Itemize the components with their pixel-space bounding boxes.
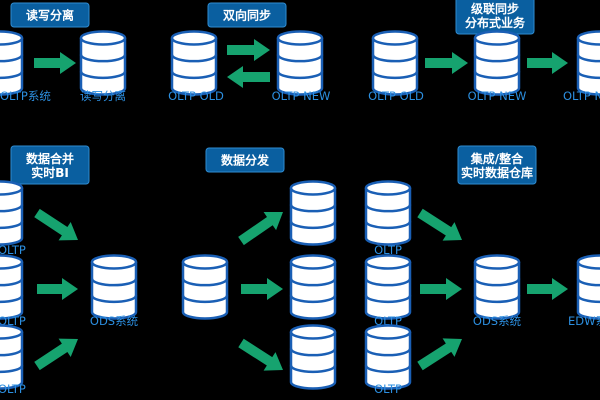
flow-arrow-icon <box>227 66 270 88</box>
panel-title-badge: 读写分离 <box>10 2 90 28</box>
flow-arrow-icon <box>527 52 568 74</box>
database-icon <box>364 324 412 390</box>
flow-arrow-icon <box>34 52 76 74</box>
database-icon <box>170 30 218 96</box>
panel-title-badge: 数据分发 <box>205 147 285 173</box>
panel-bidirectional-sync: 双向同步 OLTP OLD OLTP NEW <box>168 2 331 103</box>
database-icon <box>289 180 337 246</box>
flow-arrow-icon <box>241 278 283 300</box>
node-label: OLTP OLD <box>168 89 224 103</box>
node-label: OLTP系统 <box>0 89 51 103</box>
flow-arrow-icon <box>527 278 568 300</box>
node-label: OLTP <box>374 243 402 257</box>
panel-title-badge: 双向同步 <box>207 2 287 28</box>
panel-title-line: 实时BI <box>31 165 69 180</box>
database-icon <box>0 324 24 390</box>
database-icon <box>276 30 324 96</box>
flow-arrow-icon <box>425 52 468 74</box>
flow-arrow-icon <box>34 338 78 371</box>
node-label: OLTP <box>0 243 26 257</box>
node-label: EDW系统 <box>568 314 600 328</box>
flow-arrow-icon <box>238 338 284 371</box>
flow-arrow-icon <box>34 208 78 241</box>
node-label: OLTP NEW <box>468 89 527 103</box>
database-icon <box>473 30 521 96</box>
node-label: ODS系统 <box>90 314 139 328</box>
flow-arrow-icon <box>420 278 462 300</box>
database-icon <box>576 30 600 96</box>
panel-title-line: 读写分离 <box>26 8 74 23</box>
panel-title-line: 数据分发 <box>221 153 270 168</box>
node-label: OLTP NEW <box>563 89 600 103</box>
node-label: OLTP <box>374 382 402 396</box>
flow-arrow-icon <box>417 208 463 241</box>
flow-arrow-icon <box>227 39 270 61</box>
node-label: OLTP <box>374 314 402 328</box>
database-icon <box>0 180 24 246</box>
database-icon <box>576 254 600 320</box>
database-icon <box>79 30 127 96</box>
node-label: OLTP OLD <box>368 89 424 103</box>
node-label: OLTP NEW <box>272 89 331 103</box>
database-icon <box>364 180 412 246</box>
panel-data-distribution: 数据分发 <box>181 147 337 390</box>
flow-arrow-icon <box>417 338 463 371</box>
flow-arrow-icon <box>238 211 283 246</box>
panel-title-line: 级联同步 <box>471 1 519 16</box>
database-icon <box>371 30 419 96</box>
node-label: OLTP <box>0 382 26 396</box>
node-label: OLTP <box>0 314 26 328</box>
panel-title-line: 双向同步 <box>223 8 271 23</box>
database-icon <box>0 30 24 96</box>
node-label: 读写分离 <box>80 89 126 103</box>
database-icon <box>0 254 24 320</box>
panel-title-line: 数据合并 <box>26 151 74 166</box>
database-icon <box>289 254 337 320</box>
database-icon <box>364 254 412 320</box>
database-icon <box>90 254 138 320</box>
panel-read-write-split: 读写分离 OLTP系统 读写分离 <box>0 2 127 103</box>
database-icon <box>181 254 229 320</box>
node-label: ODS系统 <box>473 314 522 328</box>
panel-title-line: 实时数据仓库 <box>461 165 533 180</box>
database-icon <box>473 254 521 320</box>
flow-arrow-icon <box>37 278 78 300</box>
panel-title-line: 分布式业务 <box>465 15 526 30</box>
panel-title-line: 集成/整合 <box>470 151 524 166</box>
database-icon <box>289 324 337 390</box>
